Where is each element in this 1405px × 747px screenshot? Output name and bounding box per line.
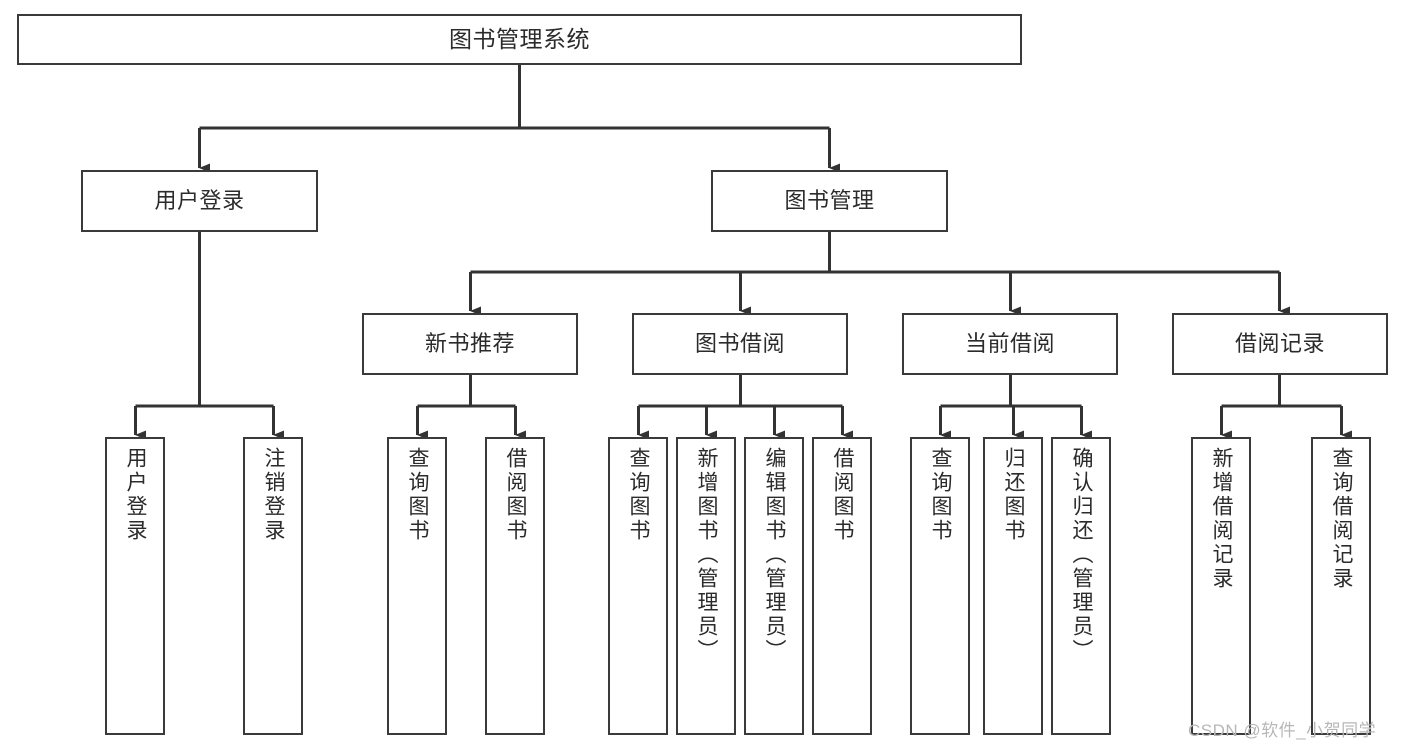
leaf-node[interactable]: 用户登录 — [105, 437, 165, 735]
node-label: 新增图书（管理员） — [695, 447, 719, 663]
node-label: 借阅记录 — [1234, 331, 1325, 357]
node-label: 确认归还（管理员） — [1070, 447, 1094, 663]
leaf-node[interactable]: 借阅图书 — [812, 437, 872, 735]
node-label: 借阅图书 — [831, 447, 855, 543]
node-label: 新书推荐 — [424, 331, 515, 357]
node-label: 编辑图书（管理员） — [763, 447, 787, 663]
node-label: 归还图书 — [1002, 447, 1026, 543]
node-label: 查询图书 — [929, 447, 953, 543]
leaf-node[interactable]: 新增图书（管理员） — [676, 437, 736, 735]
leaf-node[interactable]: 查询借阅记录 — [1311, 437, 1371, 735]
node-label: 用户登录 — [154, 188, 245, 214]
leaf-node[interactable]: 归还图书 — [983, 437, 1043, 735]
node-root-system[interactable]: 图书管理系统 — [17, 14, 1022, 65]
node-label: 查询图书 — [627, 447, 651, 543]
leaf-node[interactable]: 借阅图书 — [485, 437, 545, 735]
node-label: 查询借阅记录 — [1330, 447, 1354, 591]
node-label: 图书管理 — [784, 188, 875, 214]
node-borrow-record[interactable]: 借阅记录 — [1172, 313, 1388, 375]
leaf-node[interactable]: 查询图书 — [608, 437, 668, 735]
leaf-node[interactable]: 确认归还（管理员） — [1051, 437, 1111, 735]
node-label: 图书借阅 — [694, 331, 785, 357]
leaf-node[interactable]: 查询图书 — [387, 437, 447, 735]
node-new-book-recommend[interactable]: 新书推荐 — [362, 313, 578, 375]
node-label: 借阅图书 — [504, 447, 528, 543]
watermark-text: CSDN @软件_小贺同学 — [1188, 721, 1377, 740]
node-book-borrow[interactable]: 图书借阅 — [632, 313, 848, 375]
node-book-management[interactable]: 图书管理 — [711, 170, 948, 232]
leaf-node[interactable]: 注销登录 — [243, 437, 303, 735]
node-label: 查询图书 — [406, 447, 430, 543]
node-user-login[interactable]: 用户登录 — [81, 170, 318, 232]
leaf-node[interactable]: 新增借阅记录 — [1191, 437, 1251, 735]
node-label: 当前借阅 — [964, 331, 1055, 357]
node-label: 新增借阅记录 — [1210, 447, 1234, 591]
node-label: 图书管理系统 — [449, 25, 590, 52]
node-label: 注销登录 — [262, 447, 286, 543]
leaf-node[interactable]: 编辑图书（管理员） — [744, 437, 804, 735]
node-label: 用户登录 — [124, 447, 148, 543]
node-current-borrow[interactable]: 当前借阅 — [902, 313, 1118, 375]
leaf-node[interactable]: 查询图书 — [910, 437, 970, 735]
